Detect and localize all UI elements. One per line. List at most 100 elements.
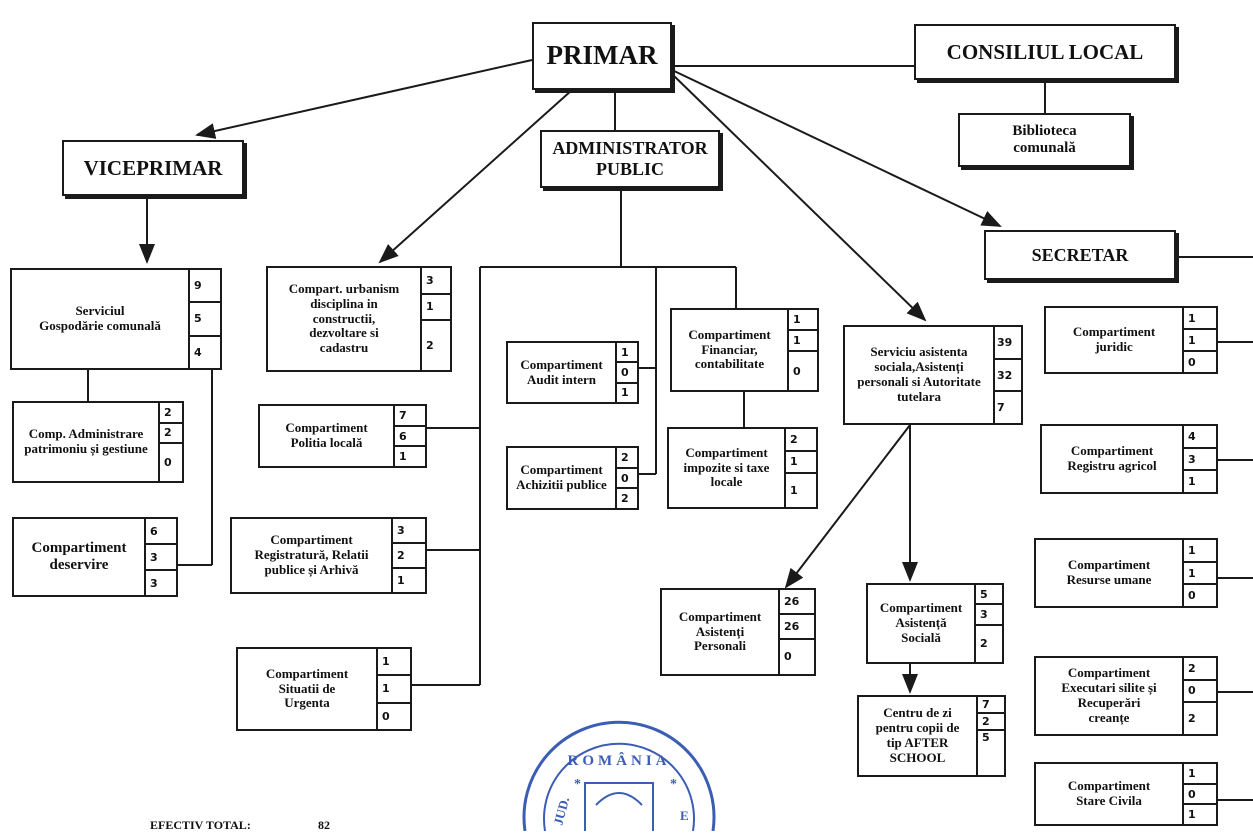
seal-top-text: ROMÂNIA <box>568 752 671 769</box>
unit-count: 7 <box>399 408 407 422</box>
unit-count: 1 <box>382 655 390 669</box>
unit-count: 2 <box>1184 701 1216 734</box>
administrator-line2: PUBLIC <box>595 159 664 179</box>
unit-count: 1 <box>789 329 817 350</box>
biblioteca-line1: Biblioteca <box>1012 122 1077 139</box>
primar-box: PRIMAR <box>532 22 672 90</box>
unit-count: 2 <box>1188 661 1196 675</box>
unit-count: 3 <box>426 273 434 287</box>
unit-count: 3 <box>146 543 176 569</box>
unit-count: 6 <box>150 524 158 538</box>
unit-count: 2 <box>164 405 172 419</box>
unit-count: 39 <box>997 335 1013 349</box>
unit-count: 1 <box>395 445 425 466</box>
unit-count: 0 <box>378 701 410 729</box>
unit-count: 3 <box>976 603 1002 623</box>
unit-count: 2 <box>978 711 1004 729</box>
unit-count: 1 <box>378 674 410 701</box>
seal-star-icon: * <box>574 777 581 792</box>
unit-count: 26 <box>780 612 814 638</box>
unit-count: 0 <box>160 442 182 481</box>
administrator-public-box: ADMINISTRATOR PUBLIC <box>540 130 720 188</box>
viceprimar-box: VICEPRIMAR <box>62 140 244 196</box>
unit-count: 9 <box>194 279 202 293</box>
unit-count: 5 <box>980 587 988 601</box>
unit-count: 2 <box>617 487 637 508</box>
unit-count: 0 <box>1184 782 1216 804</box>
unit-count: 0 <box>1184 350 1216 372</box>
unit-count: 1 <box>793 313 801 326</box>
unit-count: 1 <box>1184 803 1216 824</box>
unit-count: 1 <box>617 381 637 402</box>
unit-count: 2 <box>160 421 182 443</box>
unit-count: 32 <box>995 357 1021 391</box>
unit-count: 3 <box>146 569 176 595</box>
unit-count: 6 <box>395 424 425 446</box>
secretar-box: SECRETAR <box>984 230 1176 280</box>
unit-count: 1 <box>1184 469 1216 492</box>
unit-count: 0 <box>780 637 814 674</box>
consiliul-local-box: CONSILIUL LOCAL <box>914 24 1176 80</box>
unit-count: 1 <box>1184 560 1216 584</box>
unit-count: 1 <box>1188 311 1196 325</box>
unit-count: 2 <box>621 450 629 464</box>
unit-count: 3 <box>397 524 405 537</box>
seal-left-text: JUD. <box>550 795 572 826</box>
unit-count: 7 <box>982 697 990 711</box>
biblioteca-line2: comunală <box>1013 140 1076 156</box>
unit-count: 1 <box>786 472 816 507</box>
unit-count: 2 <box>393 542 425 567</box>
unit-count: 0 <box>617 361 637 381</box>
unit-count: 0 <box>789 350 817 390</box>
unit-count: 1 <box>786 449 816 473</box>
unit-count: 26 <box>784 594 800 608</box>
unit-count: 1 <box>1188 766 1196 780</box>
unit-count: 5 <box>978 728 1004 775</box>
unit-count: 5 <box>190 301 220 334</box>
unit-count: 1 <box>621 345 629 359</box>
efectiv-total-value: 82 <box>318 818 330 832</box>
unit-count: 4 <box>1188 429 1196 443</box>
unit-count: 7 <box>995 390 1021 423</box>
unit-count: 1 <box>422 292 450 320</box>
seal-stamp: ROMÂNIA JUD. E * * <box>522 720 716 831</box>
unit-count: 0 <box>1184 678 1216 702</box>
seal-star-icon: * <box>670 777 677 792</box>
administrator-line1: ADMINISTRATOR <box>552 138 708 159</box>
biblioteca-box: Biblioteca comunală <box>958 113 1131 167</box>
unit-count: 1 <box>1184 328 1216 350</box>
unit-count: 2 <box>976 623 1002 663</box>
